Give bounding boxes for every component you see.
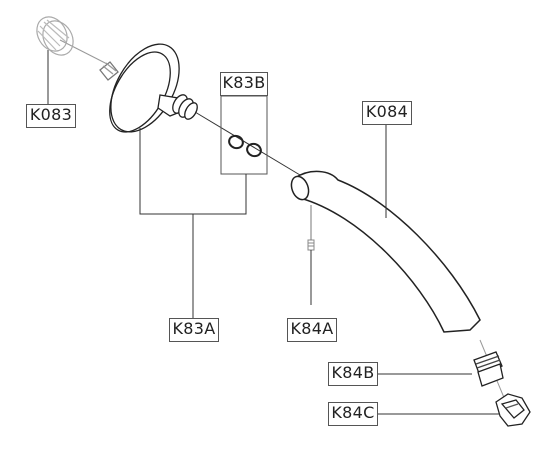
wall-flange-part: [99, 43, 198, 133]
leader-lines: [47, 50, 500, 415]
label-k084: K084: [362, 101, 412, 125]
label-k083: K083: [26, 104, 76, 128]
label-k84c: K84C: [328, 402, 378, 426]
label-k84a: K84A: [287, 318, 337, 342]
set-screw-part: [307, 239, 315, 251]
label-k83a: K83A: [169, 318, 219, 342]
axis-line-middle: [194, 111, 301, 176]
o-rings-bracket: [220, 95, 268, 175]
label-k83b: K83B: [220, 72, 268, 96]
connector-nut-part: [473, 351, 504, 387]
threaded-nut-part: [36, 16, 74, 56]
label-k84b: K84B: [328, 362, 378, 386]
shower-arm-part: [290, 170, 481, 333]
shower-head-part: [495, 393, 531, 427]
o-rings-part: [228, 134, 262, 158]
